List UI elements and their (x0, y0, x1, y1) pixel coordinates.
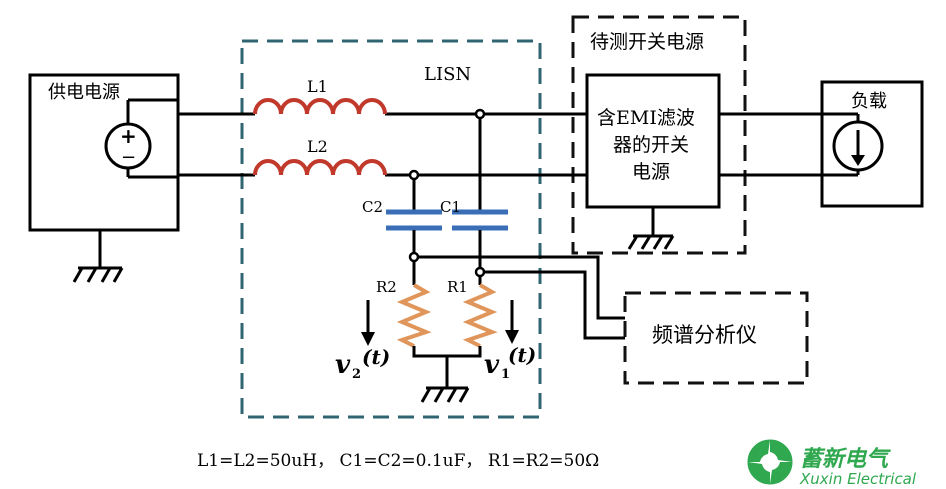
lisn-label: LISN (424, 64, 471, 85)
capacitor-c2-label: C2 (362, 198, 383, 216)
capacitor-c1-label: C1 (440, 198, 461, 216)
ground-icon (627, 234, 675, 250)
load-label: 负载 (851, 91, 887, 112)
source-minus-sign: − (121, 147, 136, 168)
dut-label-line1: 含EMI滤波 (597, 107, 695, 129)
voltage-v2-label: v 2 (t) (335, 345, 390, 382)
junction-node (408, 251, 420, 263)
inductor-l1-label: L1 (307, 77, 328, 96)
power-supply-label: 供电电源 (48, 82, 120, 103)
inductor-l2 (253, 159, 387, 176)
dut-label-line2: 器的开关 (613, 134, 689, 156)
spectrum-analyzer-label: 频谱分析仪 (652, 323, 757, 347)
svg-text:1: 1 (501, 367, 510, 382)
junction-node (474, 108, 486, 120)
resistor-r2-label: R2 (376, 278, 397, 296)
junction-node (408, 169, 420, 181)
voltage-v1-label: v 1 (t) (484, 343, 536, 382)
junction-node (474, 266, 486, 278)
component-values-caption: L1=L2=50uH， C1=C2=0.1uF， R1=R2=50Ω (197, 451, 599, 471)
load-box (820, 80, 924, 208)
dut-group-label: 待测开关电源 (590, 31, 704, 53)
dut-boundary (571, 15, 747, 255)
dut-label-line3: 电源 (632, 161, 670, 183)
inductor-l1 (253, 98, 387, 115)
svg-text:v: v (335, 350, 351, 380)
spectrum-analyzer-box (623, 291, 809, 385)
lisn-boundary (240, 39, 542, 419)
svg-text:v: v (484, 350, 500, 380)
svg-text:(t): (t) (508, 343, 536, 367)
brand-logo (747, 439, 793, 485)
capacitor-c1 (452, 209, 508, 231)
ground-icon (72, 230, 124, 283)
svg-text:(t): (t) (362, 345, 390, 369)
voltage-arrow-v1 (505, 300, 519, 344)
capacitor-c2 (386, 209, 442, 231)
current-source-symbol (832, 120, 884, 172)
voltage-arrow-v2 (361, 300, 375, 346)
resistor-r1-label: R1 (447, 278, 468, 296)
ground-icon (420, 386, 470, 403)
resistor-r1 (462, 283, 498, 348)
resistor-r2 (396, 283, 432, 348)
brand-name-en: Xuxin Electrical (799, 470, 917, 488)
brand-name-cn: 蓄新电气 (800, 446, 891, 472)
svg-text:2: 2 (352, 367, 361, 382)
inductor-l2-label: L2 (307, 137, 328, 156)
power-supply-box (28, 73, 180, 232)
source-plus-sign: + (120, 124, 137, 148)
